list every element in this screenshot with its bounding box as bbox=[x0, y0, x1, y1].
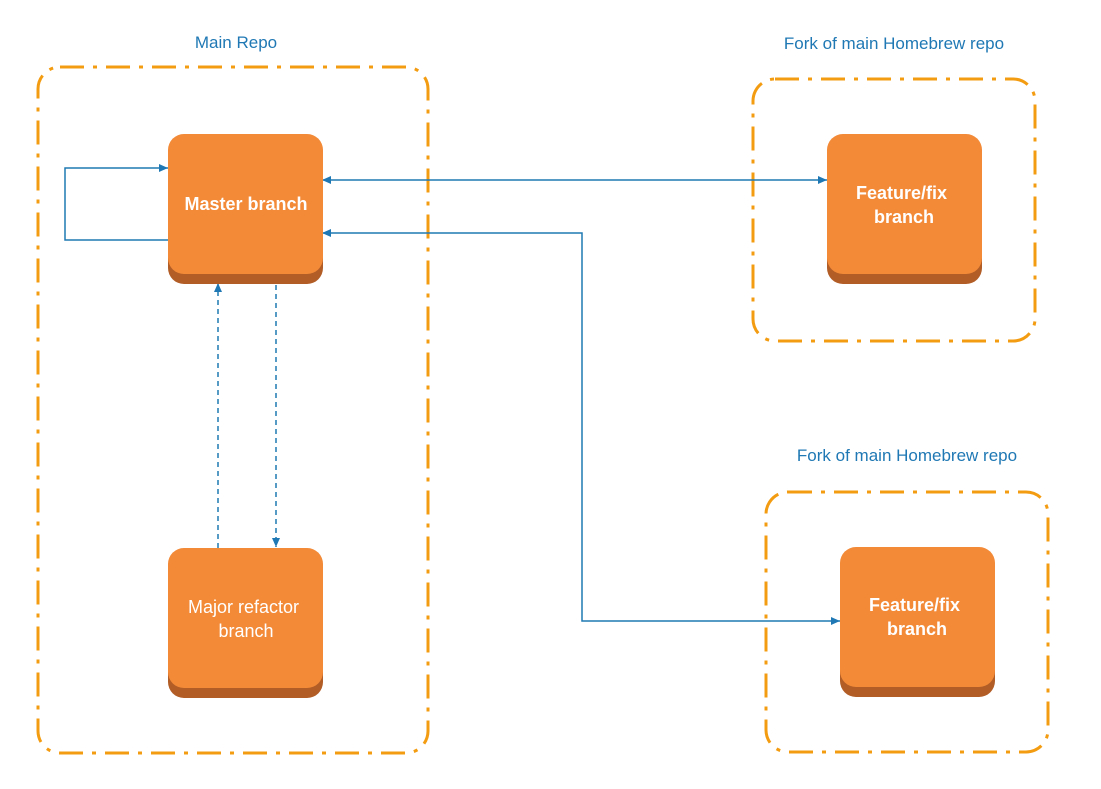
node-major-refactor-branch-label-line-2: branch bbox=[218, 621, 273, 641]
group-fork-2-label: Fork of main Homebrew repo bbox=[797, 446, 1017, 465]
node-master-branch: Master branch bbox=[168, 134, 323, 284]
connector-master-feature-2 bbox=[322, 229, 840, 625]
node-feature-fix-branch-2: Feature/fix branch bbox=[840, 547, 995, 697]
node-feature-fix-branch-1-label: Feature/fix branch bbox=[856, 183, 952, 227]
node-feature-fix-branch-1-label-line-2: branch bbox=[874, 207, 934, 227]
group-fork-1-border bbox=[751, 77, 1037, 343]
node-feature-fix-branch-1: Feature/fix branch bbox=[827, 134, 982, 284]
group-fork-2-border bbox=[764, 490, 1050, 754]
node-major-refactor-branch-label-line-1: Major refactor bbox=[188, 597, 299, 617]
group-fork-1-label: Fork of main Homebrew repo bbox=[784, 34, 1004, 53]
node-feature-fix-branch-1-label-line-1: Feature/fix bbox=[856, 183, 947, 203]
group-main-repo-label: Main Repo bbox=[195, 33, 277, 52]
group-fork-2: Fork of main Homebrew repo bbox=[764, 446, 1050, 754]
group-fork-1: Fork of main Homebrew repo bbox=[751, 34, 1037, 343]
node-major-refactor-branch: Major refactor branch bbox=[168, 548, 323, 698]
node-feature-fix-branch-2-label-line-1: Feature/fix bbox=[869, 595, 960, 615]
node-feature-fix-branch-2-label: Feature/fix branch bbox=[869, 595, 965, 639]
node-feature-fix-branch-2-body bbox=[840, 547, 995, 687]
connector-master-self-loop bbox=[64, 164, 168, 241]
node-feature-fix-branch-2-label-line-2: branch bbox=[887, 619, 947, 639]
node-feature-fix-branch-1-body bbox=[827, 134, 982, 274]
node-master-branch-body bbox=[168, 134, 323, 274]
node-major-refactor-branch-body bbox=[168, 548, 323, 688]
node-master-branch-label-line-1: Master branch bbox=[184, 194, 307, 214]
connectors bbox=[64, 164, 840, 625]
node-master-branch-label: Master branch bbox=[184, 194, 307, 214]
node-major-refactor-branch-label: Major refactor branch bbox=[188, 597, 304, 641]
